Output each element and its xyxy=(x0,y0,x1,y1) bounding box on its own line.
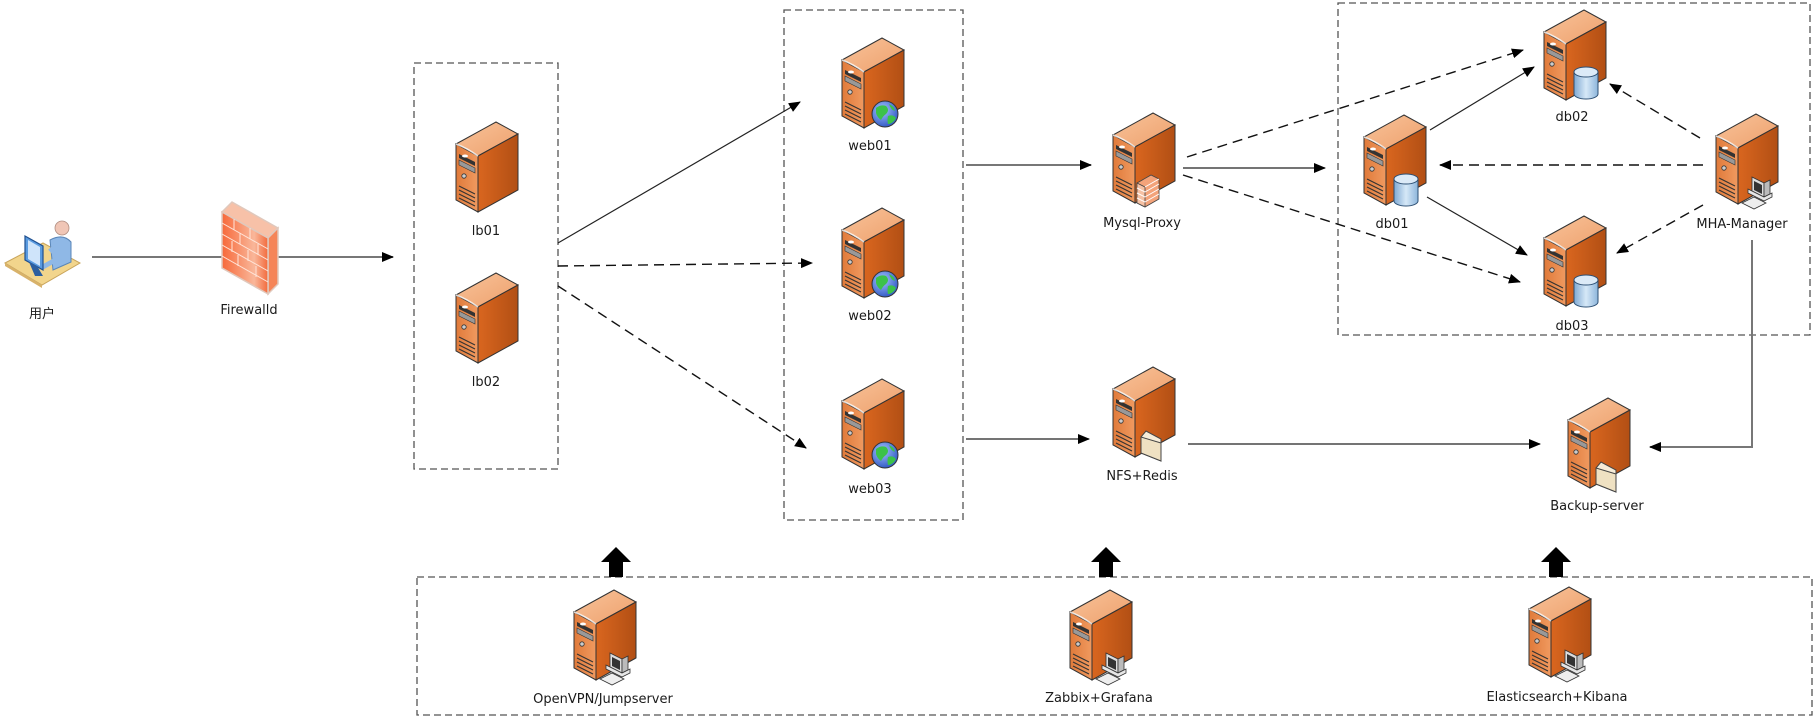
firewall-icon[interactable] xyxy=(220,201,280,296)
db-group-box xyxy=(1337,2,1811,336)
edge-db01-db03 xyxy=(1426,196,1528,256)
edge-mha-backup xyxy=(1649,240,1753,452)
lb01-server-icon[interactable] xyxy=(455,121,519,213)
edge-proxy-db02 xyxy=(1186,48,1524,158)
user-label: 用户 xyxy=(29,306,55,322)
globe-icon xyxy=(871,100,899,128)
web-group-box xyxy=(783,9,964,521)
user-workstation-icon[interactable] xyxy=(3,220,82,288)
lb02-server-icon[interactable] xyxy=(455,272,519,364)
db01-label: db01 xyxy=(1375,217,1408,232)
mha-manager-server-icon[interactable] xyxy=(1715,113,1779,210)
block-arrow-openvpn xyxy=(601,547,631,577)
db03-label: db03 xyxy=(1555,319,1588,334)
database-icon xyxy=(1393,173,1419,207)
ops-group-box xyxy=(416,576,1813,716)
db01-server-icon[interactable] xyxy=(1363,114,1427,207)
web03-server-icon[interactable] xyxy=(841,378,905,470)
openvpn-jumpserver-icon[interactable] xyxy=(573,589,637,686)
edge-lb-web03 xyxy=(557,285,807,449)
firewall-label: Firewalld xyxy=(220,303,277,318)
db02-server-icon[interactable] xyxy=(1543,9,1607,101)
database-icon xyxy=(1573,66,1599,100)
lb01-label: lb01 xyxy=(472,224,500,239)
backup-server-label: Backup-server xyxy=(1550,499,1644,514)
web01-label: web01 xyxy=(848,139,891,154)
web02-server-icon[interactable] xyxy=(841,207,905,299)
db03-server-icon[interactable] xyxy=(1543,215,1607,308)
zabbix-grafana-server-icon[interactable] xyxy=(1069,589,1133,686)
web03-label: web03 xyxy=(848,482,891,497)
block-arrow-elk xyxy=(1541,547,1571,577)
edge-proxy-db03 xyxy=(1182,174,1521,284)
edge-lb-web02 xyxy=(557,258,813,269)
database-icon xyxy=(1573,274,1599,308)
backup-server-icon[interactable] xyxy=(1567,397,1631,493)
web01-server-icon[interactable] xyxy=(841,37,905,129)
openvpn-jumpserver-label: OpenVPN/Jumpserver xyxy=(533,692,673,707)
nfs-redis-server-icon[interactable] xyxy=(1112,366,1176,462)
nfs-redis-label: NFS+Redis xyxy=(1106,469,1177,484)
globe-icon xyxy=(871,270,899,298)
edge-mha-db03 xyxy=(1616,204,1704,254)
elasticsearch-kibana-server-icon[interactable] xyxy=(1528,586,1592,683)
lb-group-box xyxy=(413,62,559,470)
block-arrow-zabbix xyxy=(1091,547,1121,577)
mysql-proxy-server-icon[interactable] xyxy=(1112,112,1176,208)
lb02-label: lb02 xyxy=(472,375,500,390)
mysql-proxy-label: Mysql-Proxy xyxy=(1103,216,1181,231)
zabbix-grafana-label: Zabbix+Grafana xyxy=(1045,691,1153,706)
edge-lb-web01 xyxy=(557,101,801,244)
globe-icon xyxy=(871,441,899,469)
elasticsearch-kibana-label: Elasticsearch+Kibana xyxy=(1486,690,1627,705)
mha-manager-label: MHA-Manager xyxy=(1696,217,1788,232)
edge-db01-db02 xyxy=(1429,66,1535,131)
web02-label: web02 xyxy=(848,309,891,324)
edge-mha-db02 xyxy=(1609,83,1701,139)
db02-label: db02 xyxy=(1555,110,1588,125)
